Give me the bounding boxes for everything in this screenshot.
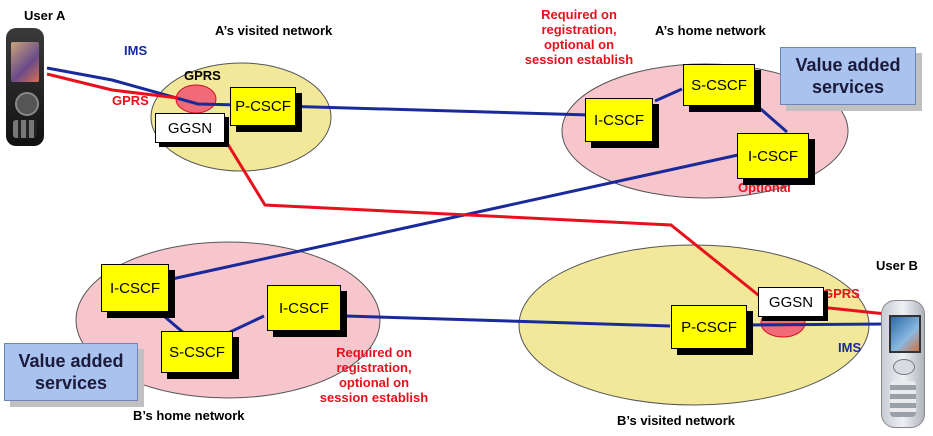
b-gprs-label: GPRS [823,286,860,301]
ah-icscf2-node: I-CSCF [737,133,809,179]
ggsn-to-ggsn-link [222,137,763,300]
a-side-requirement-note: Required on registration, optional on se… [524,7,634,67]
a-ggsn-node: GGSN [155,113,225,143]
a-ims-link [46,66,591,117]
bh-icscf2-node: I-CSCF [267,285,341,331]
a-ims-label: IMS [124,43,148,58]
user-a-phone-icon [6,28,44,146]
a-gprs-label: GPRS [112,93,149,108]
b-ims-link [743,322,887,327]
b-pcscf-node: P-CSCF [671,305,747,349]
user-a-label: User A [24,8,66,23]
a-gprs-link [46,72,179,100]
bh-icscf-node: I-CSCF [101,264,169,312]
bh-icscf2-to-b-pcscf [345,314,671,328]
user-b-phone-icon [881,300,925,428]
ah-icscf2-to-bh-icscf [139,153,739,288]
bh-scscf-node: S-CSCF [161,331,233,373]
b-value-added-services-box: Value added services [4,343,138,401]
b-ims-label: IMS [838,340,862,355]
a-gprs-bubble-label: GPRS [184,68,221,83]
ah-icscf-to-scscf [654,87,683,103]
bh-scscf-to-icscf2 [229,314,265,334]
ah-scscf-to-icscf2 [754,102,788,134]
optional-label: Optional [738,180,791,195]
a-value-added-services-box: Value added services [780,47,916,105]
b-home-network-label: B’s home network [133,408,245,423]
a-visited-network-label: A’s visited network [215,23,333,38]
ah-icscf-node: I-CSCF [585,98,653,142]
b-ggsn-node: GGSN [758,287,824,317]
a-pcscf-node: P-CSCF [230,87,296,126]
b-visited-network-label: B’s visited network [617,413,735,428]
b-side-requirement-note: Required on registration, optional on se… [319,345,429,405]
ah-scscf-node: S-CSCF [683,64,755,106]
a-home-network-label: A’s home network [655,23,766,38]
user-b-label: User B [876,258,918,273]
